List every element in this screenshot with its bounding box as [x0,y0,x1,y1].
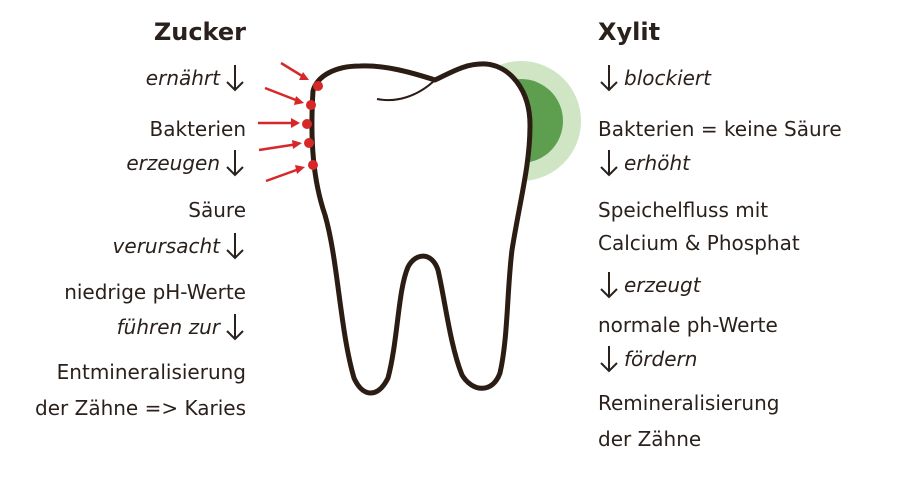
zucker-verb-3: verursacht [113,231,246,261]
down-arrow-icon [226,314,244,341]
zucker-verb-2: erzeugen [126,148,246,178]
red-arrow-icon [280,61,323,91]
zucker-verb-4: führen zur [117,312,246,342]
red-arrow-icon [265,160,318,183]
zucker-title: Zucker [153,18,246,46]
xylit-title: Xylit [598,18,661,46]
xylit-result-2b: Calcium & Phosphat [598,231,800,255]
down-arrow-icon [226,65,244,92]
xylit-verb-2: erhöht [598,148,690,178]
zucker-result-2: Säure [188,198,246,222]
zucker-result-4b: der Zähne => Karies [35,396,246,420]
zucker-result-3: niedrige pH-Werte [64,280,246,304]
xylit-result-4a: Remineralisierung [598,391,780,415]
down-arrow-icon [600,272,618,299]
down-arrow-icon [600,346,618,373]
down-arrow-icon [600,150,618,177]
zucker-result-4a: Entmineralisierung [56,360,246,384]
xylit-verb-3: erzeugt [598,270,701,300]
xylit-verb-4: fördern [598,344,697,374]
tooth-fissure-line [376,79,436,102]
red-arrow-icon [258,118,312,129]
red-arrow-icon [264,86,316,110]
xylit-result-3: normale ph-Werte [598,313,778,337]
zucker-verb-1: ernährt [146,63,246,93]
xylit-result-2a: Speichelfluss mit [598,198,769,222]
down-arrow-icon [226,233,244,260]
tooth-icon [309,61,533,396]
xylit-verb-1: blockiert [598,63,711,93]
red-arrow-icon [258,138,314,152]
down-arrow-icon [600,65,618,92]
down-arrow-icon [226,150,244,177]
zucker-result-1: Bakterien [149,117,246,141]
acid-attack-markers [258,61,323,183]
xylit-result-1: Bakterien = keine Säure [598,117,842,141]
xylit-result-4b: der Zähne [598,427,702,451]
